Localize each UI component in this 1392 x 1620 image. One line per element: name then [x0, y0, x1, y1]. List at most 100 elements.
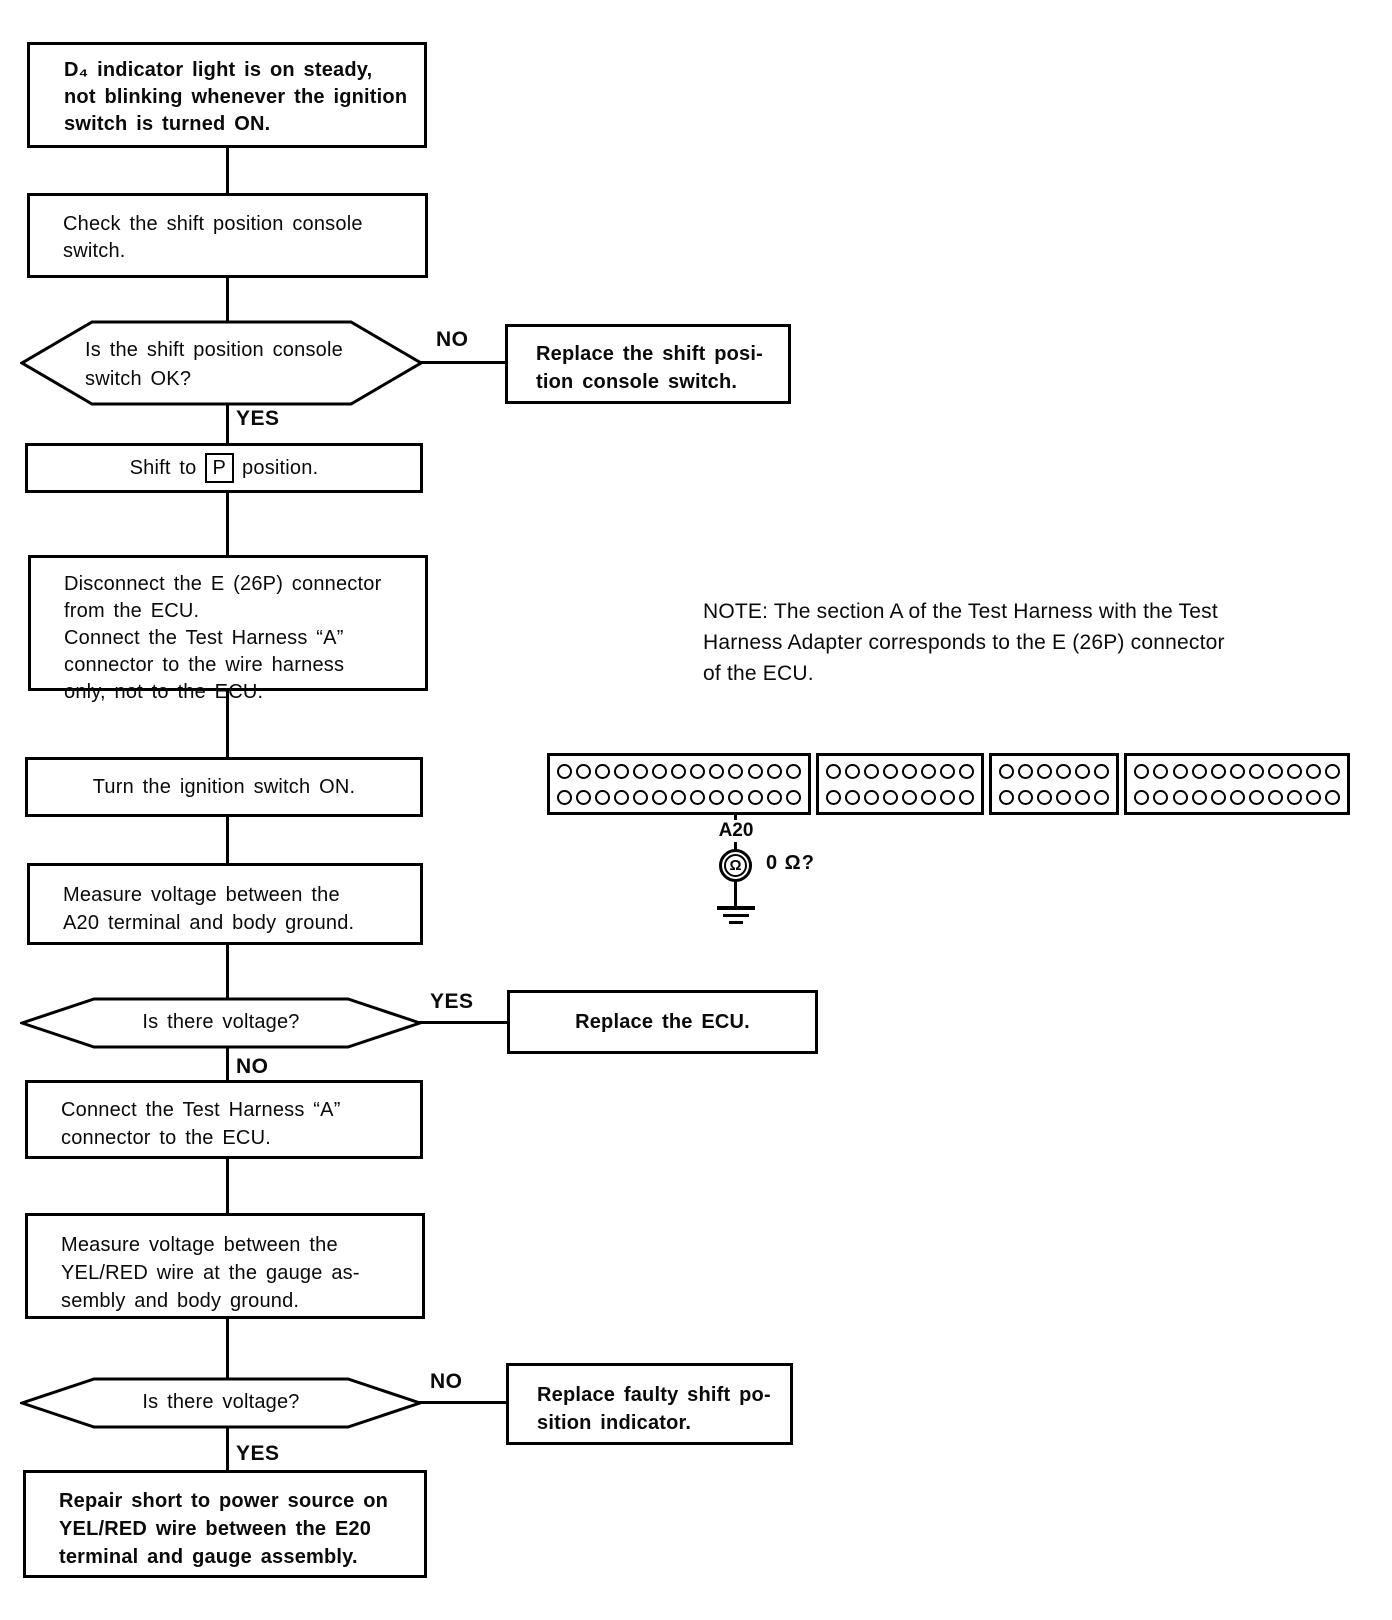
label-yes-3: YES — [236, 1442, 280, 1465]
connector-pin — [614, 789, 630, 805]
connector-pin — [766, 789, 782, 805]
connector-section — [815, 753, 985, 815]
node-ignition-on-text: Turn the ignition switch ON. — [92, 775, 356, 798]
node-measure-a20: Measure voltage between the A20 terminal… — [27, 863, 423, 945]
node-measure-yelred: Measure voltage between the YEL/RED wire… — [25, 1213, 425, 1319]
connector-pin — [1153, 763, 1169, 779]
connector-pin — [1094, 763, 1110, 779]
connector-pin — [728, 789, 744, 805]
decision-voltage-2: Is there voltage? — [20, 1377, 422, 1429]
connector-pin — [1075, 763, 1091, 779]
ground-icon — [717, 906, 755, 910]
node-repair-short-text: Repair short to power source on YEL/RED … — [59, 1490, 389, 1568]
decision-voltage-1-text: Is there voltage? — [142, 1011, 300, 1033]
ground-icon-bar-2 — [723, 914, 749, 917]
connector-pin — [595, 763, 611, 779]
connector-pin — [1191, 763, 1207, 779]
decision-voltage-2-text: Is there voltage? — [142, 1391, 300, 1413]
connector-pin — [1286, 789, 1302, 805]
connector-pin — [1324, 763, 1340, 779]
connector-pin — [1210, 763, 1226, 779]
connector-pin — [1191, 789, 1207, 805]
connector-pin — [614, 763, 630, 779]
connector-pin — [595, 789, 611, 805]
connector-pin — [766, 763, 782, 779]
connector-pin-row — [997, 760, 1111, 782]
node-connect-ecu: Connect the Test Harness “A” connector t… — [25, 1080, 423, 1159]
connector-pin — [785, 789, 801, 805]
connector-pin — [1248, 763, 1264, 779]
connector-pin — [959, 789, 975, 805]
connector-pin-row — [555, 760, 803, 782]
connector-section — [547, 753, 811, 815]
connector-pin — [1134, 789, 1150, 805]
connector-pin — [940, 763, 956, 779]
node-connect-ecu-text: Connect the Test Harness “A” connector t… — [61, 1099, 341, 1149]
gear-position-p-key: P — [204, 453, 235, 483]
decision-switch-ok: Is the shift position console switch OK? — [20, 320, 423, 406]
connector-pin — [747, 789, 763, 805]
connector-pin — [999, 763, 1015, 779]
connector-pin — [1229, 763, 1245, 779]
node-replace-ecu-text: Replace the ECU. — [575, 1010, 750, 1033]
connector-pin — [1075, 789, 1091, 805]
connector-pin — [1267, 763, 1283, 779]
node-replace-switch-text: Replace the shift posi- tion console swi… — [536, 343, 763, 393]
connector-pin — [747, 763, 763, 779]
connector-pin — [652, 763, 668, 779]
connector-pin — [1018, 789, 1034, 805]
connector-pin — [1324, 789, 1340, 805]
connector-pin — [1094, 789, 1110, 805]
connector-pin — [557, 789, 573, 805]
measurement-label: 0 Ω? — [766, 852, 815, 874]
connector-pin — [1248, 789, 1264, 805]
connector-pin — [576, 789, 592, 805]
connector-pin — [1210, 789, 1226, 805]
connector-pin — [652, 789, 668, 805]
node-check-switch: Check the shift position console switch. — [27, 193, 428, 278]
connector-pin — [728, 763, 744, 779]
node-start: D₄ indicator light is on steady, not bli… — [27, 42, 427, 148]
connector-pin — [1305, 763, 1321, 779]
connector-pin — [825, 763, 841, 779]
connector-pin-row — [997, 786, 1111, 808]
connector-pin — [999, 789, 1015, 805]
connector-pin — [1018, 763, 1034, 779]
node-start-text: D₄ indicator light is on steady, not bli… — [64, 59, 408, 135]
hexagon-shape — [20, 320, 423, 406]
connector-pin-row — [824, 786, 976, 808]
decision-switch-ok-text: Is the shift position console switch OK? — [85, 339, 343, 390]
node-replace-ecu: Replace the ECU. — [507, 990, 818, 1054]
connector-pin — [940, 789, 956, 805]
node-replace-indicator-text: Replace faulty shift po- sition indicato… — [537, 1384, 771, 1434]
connector-pin — [1153, 789, 1169, 805]
connector-pin — [1056, 789, 1072, 805]
connector-pin — [1037, 763, 1053, 779]
connector-pin — [959, 763, 975, 779]
connector-pin — [576, 763, 592, 779]
shift-to-post: position. — [242, 456, 319, 479]
connector-pin — [709, 763, 725, 779]
connector-pin — [863, 789, 879, 805]
connector-pin — [844, 789, 860, 805]
connector-pin — [825, 789, 841, 805]
ohm-symbol: Ω — [724, 854, 747, 877]
connector-pin — [690, 789, 706, 805]
note-text: NOTE: The section A of the Test Harness … — [703, 600, 1225, 685]
node-check-switch-text: Check the shift position console switch. — [63, 213, 363, 262]
connector-pin — [690, 763, 706, 779]
ohmmeter-icon: Ω — [719, 849, 752, 882]
connector-pin — [882, 763, 898, 779]
shift-to-pre: Shift to — [129, 456, 197, 479]
node-ignition-on: Turn the ignition switch ON. — [25, 757, 423, 817]
label-yes-1: YES — [236, 407, 280, 430]
connector-pin — [1229, 789, 1245, 805]
terminal-a20-label: A20 — [710, 820, 762, 842]
flow-line-yes-branch-2 — [419, 1021, 507, 1024]
hexagon-shape — [20, 997, 422, 1049]
label-no-2: NO — [236, 1055, 269, 1078]
flow-line-no-branch-1 — [421, 361, 507, 364]
ground-icon-bar-3 — [729, 921, 743, 924]
connector-pin — [901, 789, 917, 805]
